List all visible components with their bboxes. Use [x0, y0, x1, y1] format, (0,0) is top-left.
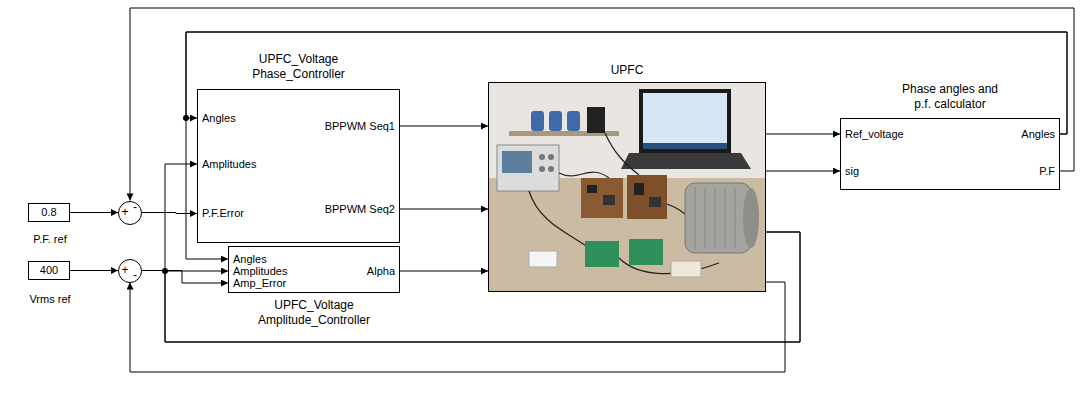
component	[587, 185, 597, 193]
sum-outline	[119, 201, 142, 224]
junction-dot	[183, 115, 189, 121]
constant-value: 400	[40, 264, 58, 277]
motor	[685, 183, 751, 253]
controller-block: UPFC_Voltage Amplitude_ControllerAnglesA…	[228, 246, 400, 293]
port-label: BPPWM Seq1	[325, 120, 395, 133]
sign-label: -	[133, 201, 137, 214]
signal-line	[70, 212, 118, 213]
port-label: P.F	[1039, 165, 1055, 178]
green-board	[629, 239, 663, 265]
signal-line	[186, 32, 1067, 259]
port-label: BPPWM Seq2	[325, 203, 395, 216]
sum-outline	[119, 259, 142, 282]
breadboard	[671, 261, 701, 277]
signal-line	[142, 271, 228, 284]
meter	[549, 111, 562, 131]
calculator-block: Phase angles and p.f. calculatorRef_volt…	[840, 118, 1060, 190]
laptop-base	[621, 153, 751, 169]
port-label: Amplitudes	[233, 265, 287, 278]
motor-ribs	[695, 187, 735, 249]
junction-dot	[162, 268, 168, 274]
block-title: UPFC_Voltage Phase_Controller	[234, 52, 364, 82]
block-title: UPFC	[611, 63, 644, 78]
port-label: Angles	[1021, 128, 1055, 141]
pcb	[627, 175, 667, 219]
upfc-hardware: UPFC	[488, 82, 766, 292]
motor-cap	[743, 188, 759, 248]
block-title: UPFC_Voltage Amplitude_Controller	[249, 298, 379, 328]
constant-block: 400Vrms ref	[28, 261, 70, 280]
taskbar	[643, 143, 727, 149]
power-unit	[587, 107, 605, 133]
laptop-display	[643, 93, 727, 149]
component	[649, 197, 661, 207]
signal-line	[400, 271, 488, 272]
scope-screen	[502, 151, 532, 173]
controller-block: UPFC_Voltage Phase_ControllerAnglesAmpli…	[197, 89, 400, 243]
meter	[531, 111, 544, 131]
port-label: Alpha	[367, 265, 395, 278]
block-title: Phase angles and p.f. calculator	[895, 82, 1005, 112]
signal-line	[70, 270, 118, 271]
port-label: Angles	[202, 112, 236, 125]
meter	[567, 111, 580, 131]
laptop-screen	[639, 89, 731, 153]
constant-block: 0.8P.F. ref	[28, 203, 70, 222]
port-label: Angles	[233, 253, 267, 266]
sign-label: +	[121, 264, 128, 277]
signal-line	[766, 134, 840, 135]
wall	[489, 83, 765, 291]
knob	[548, 154, 554, 160]
signal-line	[400, 209, 488, 210]
oscilloscope	[497, 145, 559, 191]
pcb	[581, 178, 623, 218]
module	[529, 251, 557, 267]
port-label: Ref_voltage	[845, 128, 904, 141]
upfc-photo	[489, 83, 765, 291]
signal-line	[165, 232, 800, 342]
knob	[548, 166, 554, 172]
sign-label: -	[133, 269, 137, 282]
signal-line	[400, 126, 488, 127]
sum-block: +-	[118, 201, 142, 225]
port-label: sig	[845, 165, 859, 178]
signal-line	[130, 282, 785, 372]
knob	[539, 154, 545, 160]
signal-line	[766, 171, 840, 172]
knob	[539, 166, 545, 172]
green-board	[585, 241, 619, 267]
sign-label: +	[121, 206, 128, 219]
component	[634, 183, 644, 195]
block-label: P.F. ref	[33, 233, 66, 246]
signal-line	[142, 213, 197, 214]
block-label: Vrms ref	[29, 293, 70, 306]
component	[603, 195, 615, 205]
sum-block: +-	[118, 259, 142, 283]
port-label: Amp_Error	[233, 277, 286, 290]
port-label: Amplitudes	[202, 158, 256, 171]
constant-value: 0.8	[41, 206, 56, 219]
port-label: P.F.Error	[202, 207, 244, 220]
